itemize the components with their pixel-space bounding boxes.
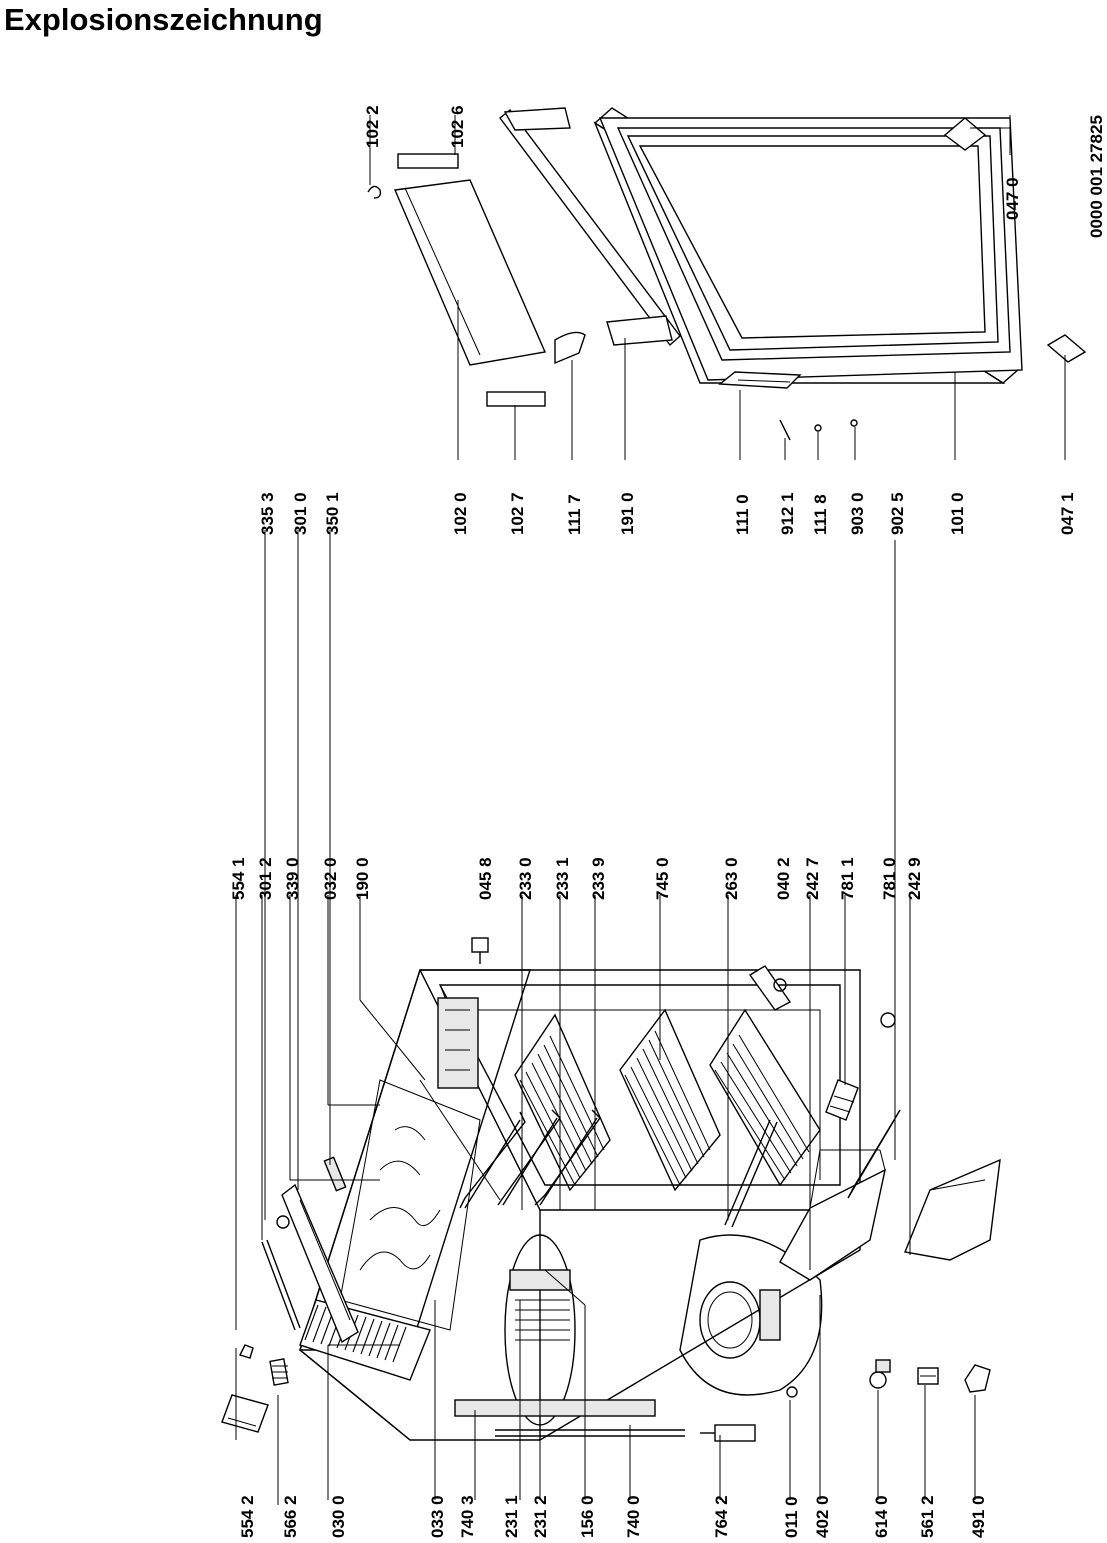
label-047-0: 047 0	[1003, 177, 1022, 220]
drawers	[471, 937, 1001, 1281]
label-242-7: 242 7	[803, 857, 822, 900]
label-554-2: 554 2	[238, 1495, 257, 1538]
label-740-0: 740 0	[624, 1495, 643, 1538]
label-745-0: 745 0	[653, 857, 672, 900]
label-301-0: 301 0	[291, 492, 310, 535]
shelf-lower	[709, 1008, 821, 1187]
label-491-0: 491 0	[969, 1495, 988, 1538]
door-assembly	[367, 107, 1087, 441]
label-231-1: 231 1	[502, 1495, 521, 1538]
label-030-0: 030 0	[329, 1495, 348, 1538]
label-111-8: 111 8	[811, 494, 830, 535]
label-156-0: 156 0	[578, 1495, 597, 1538]
label-339-0: 339 0	[283, 857, 302, 900]
label-111-7: 111 7	[565, 494, 584, 535]
label-102-0: 102 0	[451, 492, 470, 535]
label-912-1: 912 1	[778, 492, 797, 535]
shelf-middle	[619, 1008, 721, 1192]
label-032-0: 032 0	[321, 857, 340, 900]
label-301-2: 301 2	[256, 857, 275, 900]
label-903-0: 903 0	[848, 492, 867, 535]
label-011-0: 011 0	[782, 1496, 801, 1538]
compressor	[679, 1234, 823, 1396]
label-263-0: 263 0	[722, 857, 741, 900]
wire-shelves	[514, 1008, 821, 1192]
label-566-2: 566 2	[281, 1495, 300, 1538]
part-labels: 554 2 566 2 030 0 033 0 740 3 231 1 231 …	[229, 105, 1106, 1538]
label-554-1: 554 1	[229, 857, 248, 900]
label-101-0: 101 0	[948, 492, 967, 535]
door-racks	[459, 1109, 601, 1209]
label-102-7: 102 7	[508, 492, 527, 535]
cabinet-body	[299, 969, 861, 1441]
label-781-0: 781 0	[880, 857, 899, 900]
label-045-8: 045 8	[476, 857, 495, 900]
label-190-0: 190 0	[353, 857, 372, 900]
evaporator-panel	[504, 1234, 576, 1426]
condenser-tubes	[454, 1399, 756, 1442]
hinge-parts	[221, 1344, 289, 1433]
label-902-5: 902 5	[888, 492, 907, 535]
page-title: Explosionszeichnung	[4, 2, 323, 37]
label-233-0: 233 0	[516, 857, 535, 900]
leader-lines	[235, 115, 1066, 1505]
accessory-parts	[786, 1359, 991, 1398]
label-033-0: 033 0	[428, 1495, 447, 1538]
label-614-0: 614 0	[872, 1495, 891, 1538]
label-402-0: 402 0	[813, 1495, 832, 1538]
label-233-1: 233 1	[553, 857, 572, 900]
label-350-1: 350 1	[323, 492, 342, 535]
label-781-1: 781 1	[838, 857, 857, 900]
label-040-2: 040 2	[774, 857, 793, 900]
label-191-0: 191 0	[618, 492, 637, 535]
document-number: 0000 001 27825	[1087, 115, 1106, 238]
label-047-1: 047 1	[1058, 492, 1077, 535]
label-231-2: 231 2	[531, 1495, 550, 1538]
label-764-2: 764 2	[712, 1495, 731, 1538]
label-242-9: 242 9	[905, 857, 924, 900]
label-740-3: 740 3	[458, 1495, 477, 1538]
label-102-6: 102 6	[448, 105, 467, 148]
control-panel-parts	[261, 1156, 359, 1344]
label-233-9: 233 9	[589, 857, 608, 900]
label-102-2: 102 2	[363, 105, 382, 148]
label-561-2: 561 2	[918, 1495, 937, 1538]
label-335-3: 335 3	[258, 492, 277, 535]
label-111-0: 111 0	[733, 494, 752, 535]
